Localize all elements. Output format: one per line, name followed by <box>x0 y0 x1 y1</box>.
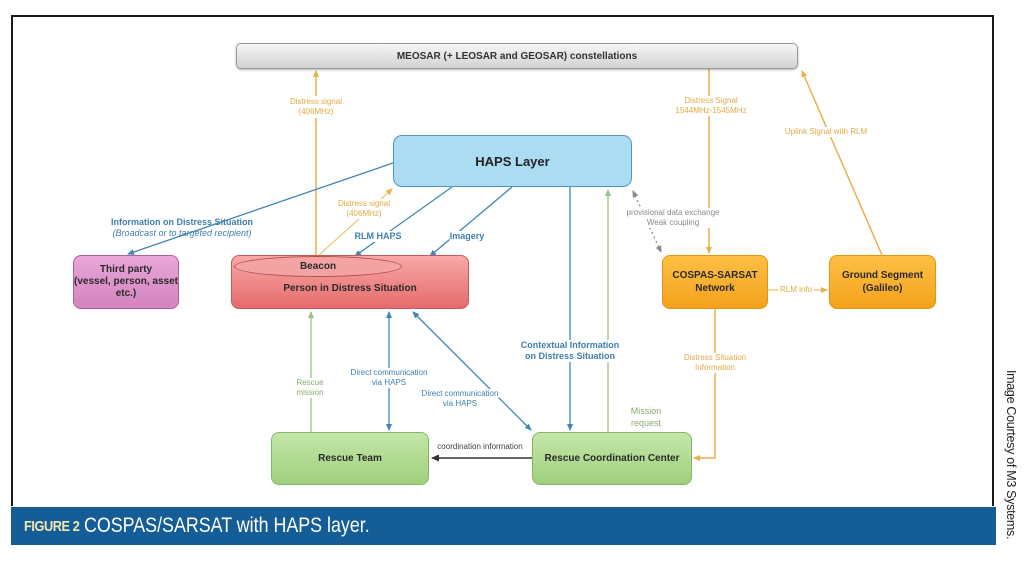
person-label: Person in Distress Situation <box>283 282 417 294</box>
rescue-team-label: Rescue Team <box>318 453 382 464</box>
label-distress-lband: Distress Signal 1544MHz-1545MHz <box>675 96 747 116</box>
label-line: Direct communication <box>350 368 428 377</box>
label-line: Distress Signal <box>684 96 738 105</box>
label-line: coordination information <box>437 442 523 451</box>
figure-number: FIGURE 2 <box>24 517 80 535</box>
label-direct-comm-team: Direct communication via HAPS <box>350 368 428 388</box>
label-line: mission <box>296 388 324 397</box>
label-line: Uplink Signal with RLM <box>784 127 868 136</box>
edge-uplink-rlm <box>801 70 883 256</box>
beacon-label: Beacon <box>299 261 337 272</box>
ground-label-line2: (Galileo) <box>862 283 903 294</box>
label-line: Imagery <box>449 231 485 241</box>
rescue-team-node: Rescue Team <box>271 432 429 485</box>
label-line: Mission <box>630 406 662 416</box>
meosar-constellation-node: MEOSAR (+ LEOSAR and GEOSAR) constellati… <box>236 43 798 69</box>
haps-label: HAPS Layer <box>475 153 550 169</box>
label-line: (406MHz) <box>346 209 382 218</box>
label-rlm-haps: RLM HAPS <box>354 231 402 242</box>
third-party-node: Third party (vessel, person, asset etc.) <box>73 255 179 309</box>
label-imagery: Imagery <box>449 231 485 242</box>
edge-imagery <box>429 186 513 257</box>
label-line: Rescue <box>296 378 324 387</box>
third-party-label-line1: Third party <box>99 264 153 275</box>
haps-layer-node: HAPS Layer <box>393 135 632 187</box>
edge-provisional-exchange <box>632 190 662 253</box>
label-line: (406MHz) <box>298 107 334 116</box>
label-mission-request: Mission request <box>631 405 662 429</box>
label-line: RLM info <box>779 285 813 294</box>
label-rlm-info: RLM info <box>777 285 815 295</box>
label-info-distress: Information on Distress Situation (Broad… <box>111 217 253 239</box>
label-line: via HAPS <box>371 378 407 387</box>
edge-distress-situation-info <box>693 309 716 461</box>
label-contextual-info: Contextual Information on Distress Situa… <box>520 340 620 362</box>
label-distress-406-top: Distress signal (406MHz) <box>289 96 343 118</box>
label-coordination-info: coordination information <box>437 442 523 452</box>
label-provisional-exchange: provisional data exchange Weak coupling <box>626 208 720 228</box>
cospas-sarsat-node: COSPAS-SARSAT Network <box>662 255 768 309</box>
ground-label-line1: Ground Segment <box>841 270 924 281</box>
third-party-label-line3: etc.) <box>115 288 137 299</box>
figure-caption-band: FIGURE 2 COSPAS/SARSAT with HAPS layer. <box>11 507 996 545</box>
label-distress-406-haps: Distress signal (406MHz) <box>337 199 391 219</box>
label-line: (Broadcast or to targeted recipient) <box>112 228 252 238</box>
cospas-label-line2: Network <box>695 283 735 294</box>
label-line: provisional data exchange <box>626 208 720 217</box>
label-uplink-rlm: Uplink Signal with RLM <box>784 127 868 137</box>
label-direct-comm-rcc: Direct communication via HAPS <box>421 389 499 409</box>
label-line: RLM HAPS <box>354 231 402 241</box>
label-line: Distress signal <box>289 97 343 106</box>
label-line: Distress Situation <box>683 353 747 362</box>
rcc-label: Rescue Coordination Center <box>544 453 680 464</box>
edge-info-distress <box>127 162 394 255</box>
label-line: request <box>630 418 662 428</box>
label-line: Weak coupling <box>646 218 700 227</box>
rescue-coordination-center-node: Rescue Coordination Center <box>532 432 692 485</box>
edge-direct-comm-rcc <box>412 311 532 431</box>
label-line: Information <box>694 363 736 372</box>
figure-title: COSPAS/SARSAT with HAPS layer. <box>84 514 370 537</box>
label-distress-situation-info: Distress Situation Information <box>683 353 747 373</box>
label-line: Direct communication <box>421 389 499 398</box>
cospas-label-line1: COSPAS-SARSAT <box>672 270 758 281</box>
meosar-label: MEOSAR (+ LEOSAR and GEOSAR) constellati… <box>396 50 638 62</box>
label-line: Contextual Information <box>520 340 620 350</box>
image-credit-text: Image Courtesy of M3 Systems. <box>1004 370 1018 540</box>
ground-segment-node: Ground Segment (Galileo) <box>829 255 936 309</box>
third-party-label-line2: (vessel, person, asset <box>74 276 178 287</box>
label-rescue-mission: Rescue mission <box>296 378 324 398</box>
image-credit: Image Courtesy of M3 Systems. <box>1000 370 1020 550</box>
label-line: Distress signal <box>337 199 391 208</box>
label-line: Information on Distress Situation <box>110 217 254 227</box>
beacon-node: Beacon <box>234 256 402 277</box>
edge-rlm-haps <box>354 186 453 257</box>
label-line: 1544MHz-1545MHz <box>675 106 747 115</box>
label-line: on Distress Situation <box>524 351 615 361</box>
label-line: via HAPS <box>442 399 478 408</box>
